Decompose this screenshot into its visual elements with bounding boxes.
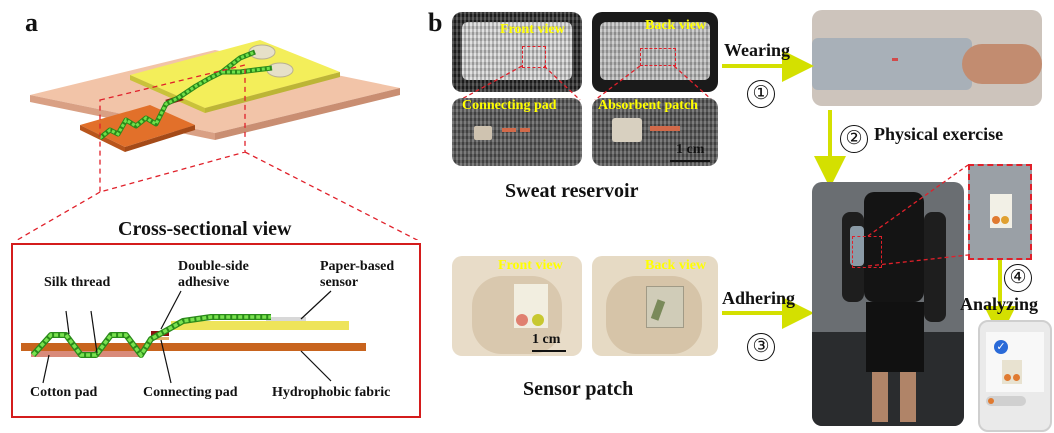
- label-cotton-pad: Cotton pad: [30, 385, 98, 400]
- label-silk-thread: Silk thread: [44, 275, 111, 290]
- panel-b-letter: b: [428, 8, 443, 37]
- step-analyzing-label: Analyzing: [960, 294, 1039, 314]
- sensor-back-photo: [592, 256, 718, 356]
- reservoir-caption: Sweat reservoir: [505, 180, 639, 202]
- step-exercise-label: Physical exercise: [874, 124, 1004, 144]
- cotton-pad-3d-side2: [125, 125, 195, 152]
- base-fabric-side-right: [215, 88, 400, 140]
- panel-a-letter: a: [25, 8, 38, 37]
- cross-section-title: Cross-sectional view: [118, 218, 292, 240]
- reservoir-front-label: Front view: [500, 22, 565, 37]
- sensor-on-arm-zoom: [968, 164, 1032, 260]
- reservoir-back-photo: [592, 12, 718, 92]
- smartphone-analysis: ✓: [978, 320, 1052, 432]
- absorbent-patch-photo: [592, 98, 718, 166]
- step-3-badge: ③: [747, 333, 775, 361]
- arm-wearing-photo: [812, 10, 1042, 106]
- cross-section-diagram: [21, 290, 366, 384]
- reservoir-zoom-lines: [459, 65, 713, 101]
- sensor-layer-side2: [205, 72, 340, 113]
- label-connecting-pad: Connecting pad: [143, 385, 238, 400]
- reservoir-scale-label: 1 cm: [676, 142, 705, 157]
- step-wearing-label: Wearing: [724, 40, 790, 60]
- step-1-badge: ①: [747, 80, 775, 108]
- sensor-front-photo: [452, 256, 582, 356]
- sensor-caption: Sensor patch: [523, 378, 634, 400]
- step-4-badge: ④: [1004, 264, 1032, 292]
- connecting-pad-photo: [452, 98, 582, 166]
- step-2-badge: ②: [840, 125, 868, 153]
- device-3d-schematic: [15, 40, 419, 240]
- sensor-back-label: Back view: [645, 258, 707, 273]
- sensor-scale-label: 1 cm: [532, 332, 561, 347]
- sensor-front-label: Front view: [498, 258, 563, 273]
- absorbent-patch-label: Absorbent patch: [598, 98, 698, 113]
- label-double-side-adhesive: Double-side adhesive: [178, 259, 249, 290]
- sensor-layer-side: [130, 75, 205, 113]
- paper-sensor-layer: [171, 321, 349, 330]
- sensor-scale-bar: [532, 350, 566, 352]
- connecting-pad-label: Connecting pad: [462, 98, 557, 113]
- step-adhering-label: Adhering: [722, 288, 796, 308]
- label-hydrophobic-fabric: Hydrophobic fabric: [272, 385, 391, 400]
- exercise-photo: [812, 182, 964, 426]
- reservoir-back-label: Back view: [645, 18, 707, 33]
- label-paper-based-sensor: Paper-based sensor: [320, 259, 395, 290]
- hydrophobic-fabric-layer: [21, 343, 366, 351]
- reservoir-front-photo: [452, 12, 582, 92]
- reservoir-scale-bar: [670, 160, 710, 162]
- check-icon: ✓: [994, 340, 1008, 354]
- cross-section-box: [11, 243, 421, 418]
